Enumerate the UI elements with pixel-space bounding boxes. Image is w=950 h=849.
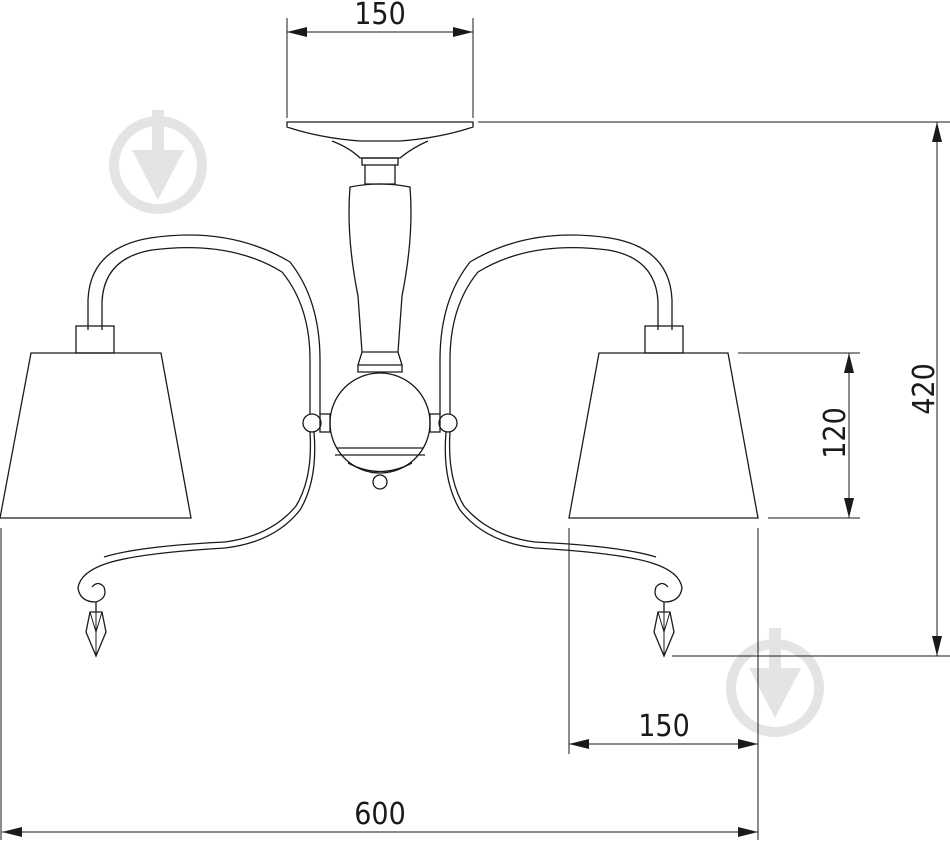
dimension-shade-height: 120	[738, 352, 860, 519]
overall-width-label: 600	[354, 797, 406, 832]
watermark-bottom-right-icon	[726, 628, 824, 737]
shade-height-label: 120	[818, 407, 853, 459]
dimension-shade-width: 150	[568, 528, 759, 840]
dimension-overall-width: 600	[0, 528, 758, 840]
watermark-top-left-icon	[109, 110, 207, 214]
canopy-width-label: 150	[354, 0, 406, 32]
chandelier-outline	[0, 121, 759, 658]
dimension-overall-height: 420	[478, 121, 950, 657]
overall-height-label: 420	[907, 363, 942, 415]
shade-width-label: 150	[638, 709, 690, 744]
dimension-canopy-width: 150	[286, 0, 474, 118]
